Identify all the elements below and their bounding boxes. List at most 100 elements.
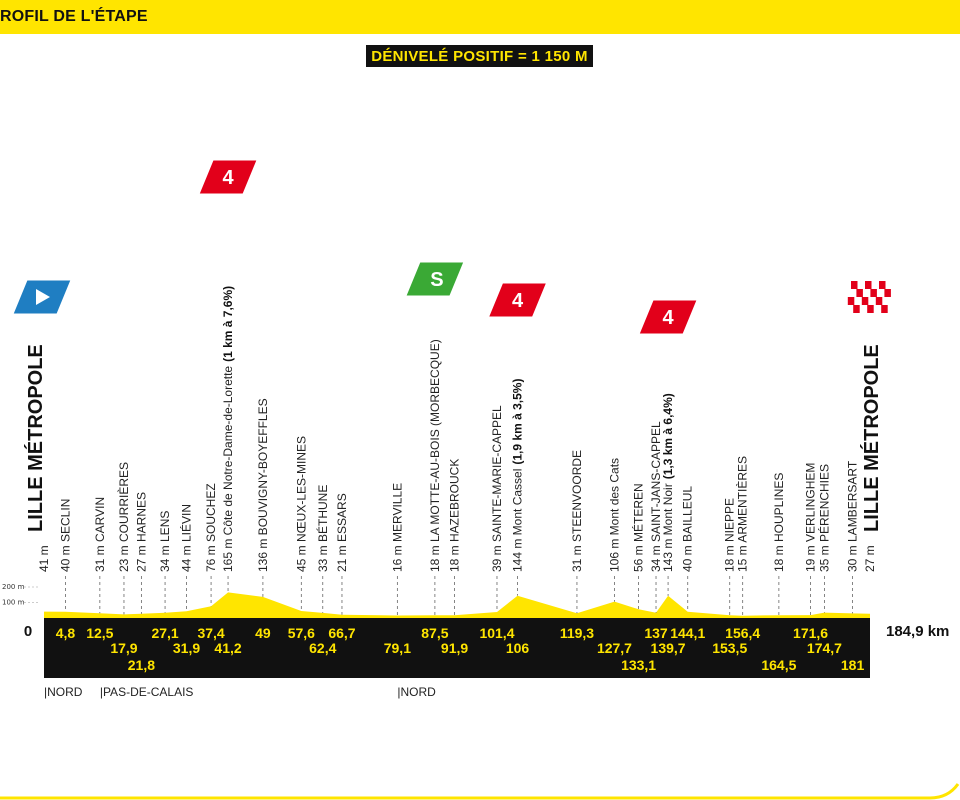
waypoint-label-group: 56 m MÉTEREN [631, 483, 646, 572]
waypoint-label: 18 m HOUPLINES [772, 473, 786, 572]
climb-category-marker-shape [487, 282, 548, 318]
waypoint-label: 40 m SECLIN [58, 499, 72, 572]
start-name-group: LILLE MÉTROPOLE [24, 344, 47, 532]
waypoint-label-group: 136 m BOUVIGNY-BOYEFFLES [256, 398, 270, 572]
climb-gradient: (1 km à 7,6%) [221, 286, 235, 362]
waypoint-label: 18 m NIEPPE [723, 498, 737, 572]
climb-category-label: 4 [663, 307, 675, 329]
waypoint-label-group: 27 m [863, 545, 877, 572]
waypoint-label-group: 15 m ARMENTIÈRES [735, 456, 750, 572]
start-arrow-icon [36, 289, 50, 305]
climb-gradient: (1,3 km à 6,4%) [661, 393, 675, 479]
region-label: |NORD [397, 685, 436, 699]
km-label: 144,1 [670, 625, 705, 641]
climb-category-marker-shape [198, 159, 258, 195]
waypoint-label: 106 m Mont des Cats [607, 458, 621, 572]
waypoint-label-group: 21 m ESSARS [335, 493, 349, 572]
km-label: 91,9 [441, 640, 468, 656]
km-label: 174,7 [807, 640, 842, 656]
finish-marker [838, 279, 898, 315]
region-label: |PAS-DE-CALAIS [100, 685, 194, 699]
waypoint-label-group: 143 m Mont Noir(1,3 km à 6,4%) [661, 393, 675, 572]
waypoint-label: 30 m LAMBERSART [846, 460, 860, 572]
km-label: 181 [841, 657, 865, 673]
km-label: 139,7 [651, 640, 686, 656]
km-label: 17,9 [110, 640, 137, 656]
climb-category-label: 4 [512, 290, 524, 312]
waypoint-label-group: 16 m MERVILLE [390, 483, 404, 572]
km-label: 31,9 [173, 640, 200, 656]
waypoint-label-group: 18 m HOUPLINES [772, 473, 786, 572]
waypoint-label-group: 33 m BÉTHUNE [315, 485, 330, 572]
climb-category-label: 4 [222, 167, 234, 189]
km-label: 137 [644, 625, 668, 641]
checker-cell [861, 297, 869, 305]
km-label: 133,1 [621, 657, 656, 673]
km-label: 87,5 [421, 625, 448, 641]
waypoint-label-group: 40 m SECLIN [58, 499, 72, 572]
start-marker [12, 279, 72, 315]
km-label: 127,7 [597, 640, 632, 656]
km-label: 119,3 [560, 625, 594, 641]
waypoint-label-group: 144 m Mont Cassel(1,9 km à 3,5%) [511, 379, 525, 572]
waypoint-label: 27 m [863, 545, 877, 572]
waypoint-label: 136 m BOUVIGNY-BOYEFFLES [256, 398, 270, 572]
km-label: 156,4 [725, 625, 760, 641]
region-label: |NORD [44, 685, 83, 699]
km-label: 57,6 [288, 625, 315, 641]
km-label: 21,8 [128, 657, 155, 673]
checker-cell [884, 289, 891, 297]
sprint-marker-shape [405, 261, 465, 297]
km-label: 79,1 [384, 640, 411, 656]
alt-tick-label: 200 m [2, 583, 25, 591]
waypoint-label-group: 30 m LAMBERSART [846, 460, 860, 572]
start-name: LILLE MÉTROPOLE [24, 344, 47, 532]
waypoint-label-group: 165 m Côte de Notre-Dame-de-Lorette(1 km… [221, 286, 235, 572]
waypoint-label-group: 76 m SOUCHEZ [204, 483, 218, 572]
climb-gradient: (1,9 km à 3,5%) [511, 379, 525, 465]
distance-bar [44, 618, 870, 678]
km-label: 49 [255, 625, 271, 641]
km-label: 62,4 [309, 640, 336, 656]
checker-cell [853, 305, 860, 313]
waypoint-label: 40 m BAILLEUL [681, 486, 695, 572]
waypoint-label: 15 m ARMENTIÈRES [735, 456, 750, 572]
waypoint-label-group: 44 m LIÉVIN [179, 504, 194, 572]
waypoint-label-group: 31 m STEENVOORDE [570, 450, 584, 572]
elevation-area [44, 592, 870, 618]
waypoint-label: 16 m MERVILLE [390, 483, 404, 572]
end-km-label: 184,9 km [886, 623, 949, 640]
climb-category-marker: 4 [638, 299, 698, 335]
waypoint-label-group: 39 m SAINTE-MARIE-CAPPEL [490, 405, 504, 572]
waypoint-label: 44 m LIÉVIN [179, 504, 194, 572]
checker-cell [847, 297, 855, 305]
waypoint-label: 45 m NŒUX-LES-MINES [294, 436, 308, 572]
waypoint-label: 21 m ESSARS [335, 493, 349, 572]
waypoint-label-group: 31 m CARVIN [93, 497, 107, 572]
page-title: ROFIL DE L'ÉTAPE [0, 8, 148, 25]
sprint-label: S [430, 269, 443, 291]
km-label: 12,5 [86, 625, 113, 641]
waypoint-label: 19 m VERLINGHEM [804, 463, 818, 572]
waypoint-label: 34 m LENS [158, 511, 172, 572]
checker-cell [870, 289, 877, 297]
km-label: 106 [506, 640, 530, 656]
waypoint-label: 35 m PÉRENCHIES [816, 464, 831, 572]
waypoint-label-group: 19 m VERLINGHEM [804, 463, 818, 572]
start-km-label: 0 [24, 623, 32, 640]
elevation-gain-text: DÉNIVELÉ POSITIF = 1 150 M [371, 48, 588, 65]
waypoint-label-group: 23 m COURRIÈRES [116, 462, 131, 572]
checker-cell [867, 305, 874, 313]
checker-cell [879, 281, 886, 289]
waypoint-label-group: 45 m NŒUX-LES-MINES [294, 436, 308, 572]
waypoint-label-group: 34 m SAINT-JANS-CAPPEL [649, 421, 663, 572]
checker-cell [856, 289, 863, 297]
waypoint-label: 31 m STEENVOORDE [570, 450, 584, 572]
waypoint-label-group: 41 m [37, 545, 51, 572]
alt-tick-label: 100 m [2, 599, 25, 607]
waypoint-label: 56 m MÉTEREN [631, 483, 646, 572]
waypoint-label: 144 m Mont Cassel(1,9 km à 3,5%) [511, 379, 525, 572]
checker-cell [865, 281, 872, 289]
waypoint-label: 23 m COURRIÈRES [116, 462, 131, 572]
